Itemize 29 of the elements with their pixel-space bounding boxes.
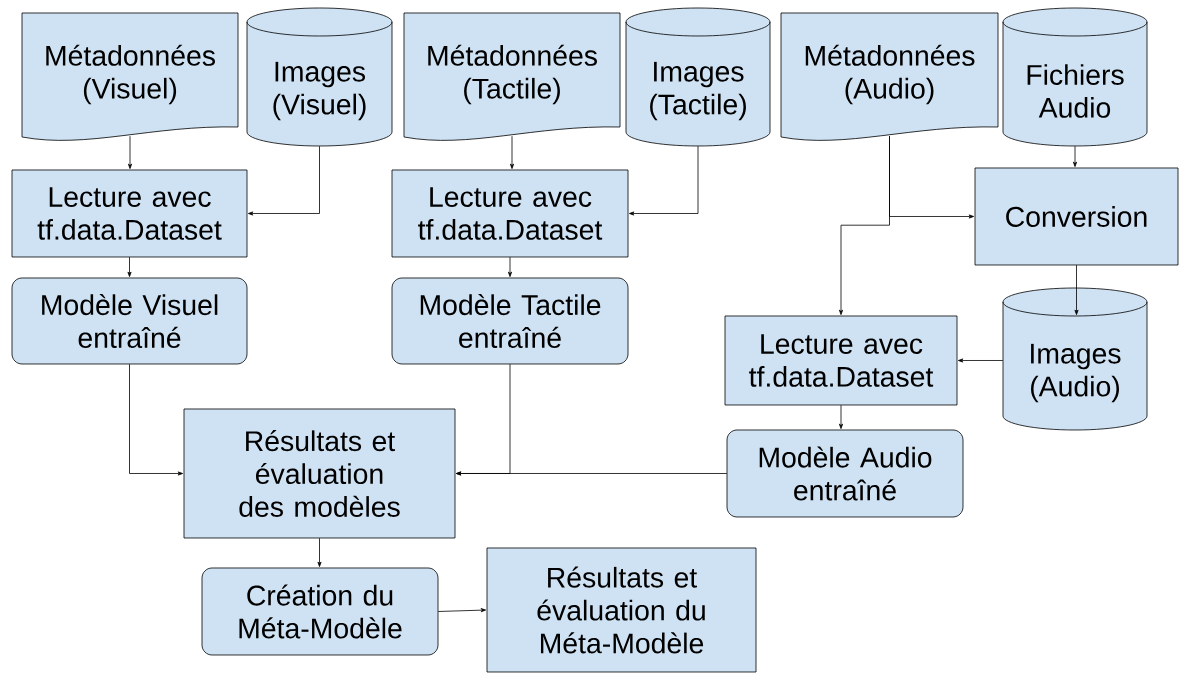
arrow bbox=[958, 358, 1004, 363]
arrow bbox=[437, 608, 486, 613]
process-box: Lecture avec tf.data.Dataset bbox=[391, 169, 629, 258]
arrow bbox=[248, 145, 320, 216]
arrow bbox=[129, 363, 183, 476]
arrow bbox=[629, 145, 699, 216]
rounded-box: Modèle Audio entraîné bbox=[726, 429, 964, 518]
database-cylinder: Images (Tactile) bbox=[625, 7, 771, 147]
arrow bbox=[839, 404, 843, 429]
rounded-box: Création du Méta-Modèle bbox=[201, 567, 439, 656]
rounded-box: Modèle Visuel entraîné bbox=[11, 277, 248, 365]
database-cylinder: Images (Audio) bbox=[1002, 287, 1148, 431]
arrow bbox=[510, 135, 514, 169]
process-box: Conversion bbox=[974, 167, 1179, 266]
arrow bbox=[456, 471, 728, 476]
rounded-box: Modèle Tactile entraîné bbox=[391, 277, 629, 365]
arrow bbox=[1073, 145, 1077, 167]
arrow bbox=[839, 135, 890, 315]
arrow bbox=[128, 135, 133, 169]
database-cylinder: Images (Visuel) bbox=[246, 7, 393, 147]
process-box: Lecture avec tf.data.Dataset bbox=[724, 315, 958, 406]
process-box: Résultats et évaluation des modèles bbox=[183, 408, 456, 539]
database-cylinder: Fichiers Audio bbox=[1002, 7, 1148, 147]
arrow bbox=[1074, 264, 1079, 315]
arrow bbox=[508, 256, 512, 277]
arrow bbox=[127, 256, 132, 277]
process-box: Lecture avec tf.data.Dataset bbox=[11, 169, 248, 258]
arrow bbox=[317, 537, 322, 567]
process-box: Résultats et évaluation du Méta-Modèle bbox=[486, 547, 757, 673]
